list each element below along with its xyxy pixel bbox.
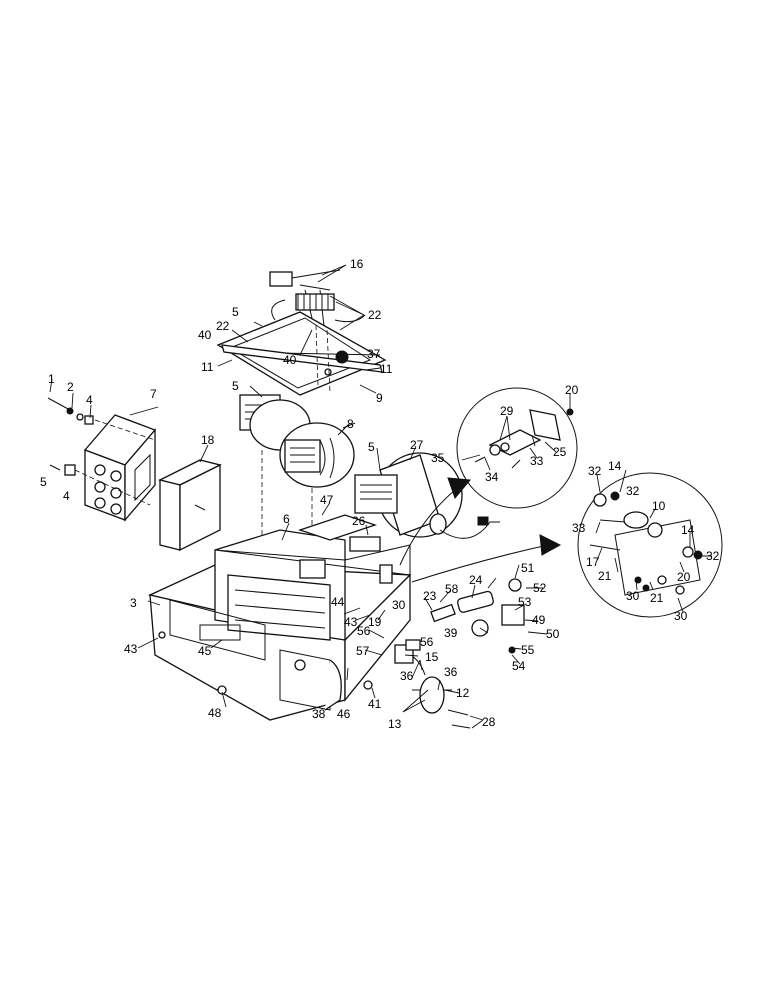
callout-43: 43 [344,615,358,629]
callout-14: 14 [681,523,695,537]
callout-40: 40 [198,328,212,342]
callout-32: 32 [706,549,720,563]
detail-circle-valve [577,472,723,618]
callout-6: 6 [283,512,290,526]
callout-5: 5 [232,305,239,319]
valve-cluster [363,578,525,729]
callout-11: 11 [201,360,214,374]
callout-53: 53 [518,595,532,609]
callout-21: 21 [650,591,664,605]
callout-36: 36 [400,669,414,683]
callout-18: 18 [201,433,215,447]
callout-46: 46 [337,707,351,721]
callout-22: 22 [216,319,230,333]
callout-54: 54 [512,659,526,673]
callout-33: 33 [530,454,544,468]
callout-1: 1 [48,372,55,386]
callout-25: 25 [553,445,567,459]
pointer-arrows [399,477,562,583]
callout-11: 11 [380,362,393,376]
callout-38: 38 [312,707,326,721]
callout-52: 52 [533,581,547,595]
blower-motor-upper [239,394,356,590]
callout-55: 55 [521,643,535,657]
callout-20: 20 [565,383,579,397]
callout-13: 13 [388,717,402,731]
callout-12: 12 [456,686,470,700]
callout-4: 4 [86,393,93,407]
callout-45: 45 [198,644,212,658]
callout-4: 4 [63,489,70,503]
callout-48: 48 [208,706,222,720]
callout-32: 32 [588,464,602,478]
callout-7: 7 [150,387,157,401]
callout-56: 56 [357,624,371,638]
filter-housing [83,414,157,522]
callout-21: 21 [598,569,612,583]
callout-50: 50 [546,627,560,641]
left-fasteners [47,397,156,506]
callout-58: 58 [445,582,459,596]
detail-circle-switch [456,387,578,509]
callout-28: 28 [482,715,496,729]
callout-56: 56 [420,635,434,649]
callout-17: 17 [586,555,600,569]
callout-36: 36 [444,665,458,679]
callout-5: 5 [368,440,375,454]
callout-30: 30 [392,598,406,612]
callout-22: 22 [368,308,382,322]
callout-19: 19 [368,615,382,629]
callout-2: 2 [67,380,74,394]
callout-37: 37 [367,347,381,361]
callout-35: 35 [431,451,445,465]
callout-32: 32 [626,484,640,498]
callout-3: 3 [130,596,137,610]
callout-14: 14 [608,459,622,473]
callout-49: 49 [532,613,546,627]
leader-lines [49,264,712,729]
callout-41: 41 [368,697,382,711]
main-housing [148,514,412,721]
callout-5: 5 [232,379,239,393]
callout-27: 27 [410,438,424,452]
callout-26: 26 [352,514,366,528]
callout-51: 51 [521,561,535,575]
callout-57: 57 [356,644,370,658]
callout-34: 34 [485,470,499,484]
callout-8: 8 [347,417,354,431]
wiring-harness [269,269,366,336]
callout-15: 15 [425,650,439,664]
callout-29: 29 [500,404,514,418]
mounting-rail [216,311,387,396]
heater-core [158,459,222,552]
callout-23: 23 [423,589,437,603]
callout-10: 10 [652,499,666,513]
callout-47: 47 [320,493,334,507]
callout-40: 40 [283,353,297,367]
callout-44: 44 [331,595,345,609]
callout-30: 30 [626,589,640,603]
callout-43: 43 [124,642,138,656]
callout-5: 5 [40,475,47,489]
callout-9: 9 [376,391,383,405]
callout-30: 30 [674,609,688,623]
callout-labels: 16 22 5 22 40 40 37 11 11 9 5 8 5 27 7 1… [40,257,720,731]
callout-24: 24 [469,573,483,587]
callout-16: 16 [350,257,364,271]
callout-20: 20 [677,570,691,584]
blower-motor-large [354,452,500,539]
callout-33: 33 [572,521,586,535]
callout-39: 39 [444,626,458,640]
